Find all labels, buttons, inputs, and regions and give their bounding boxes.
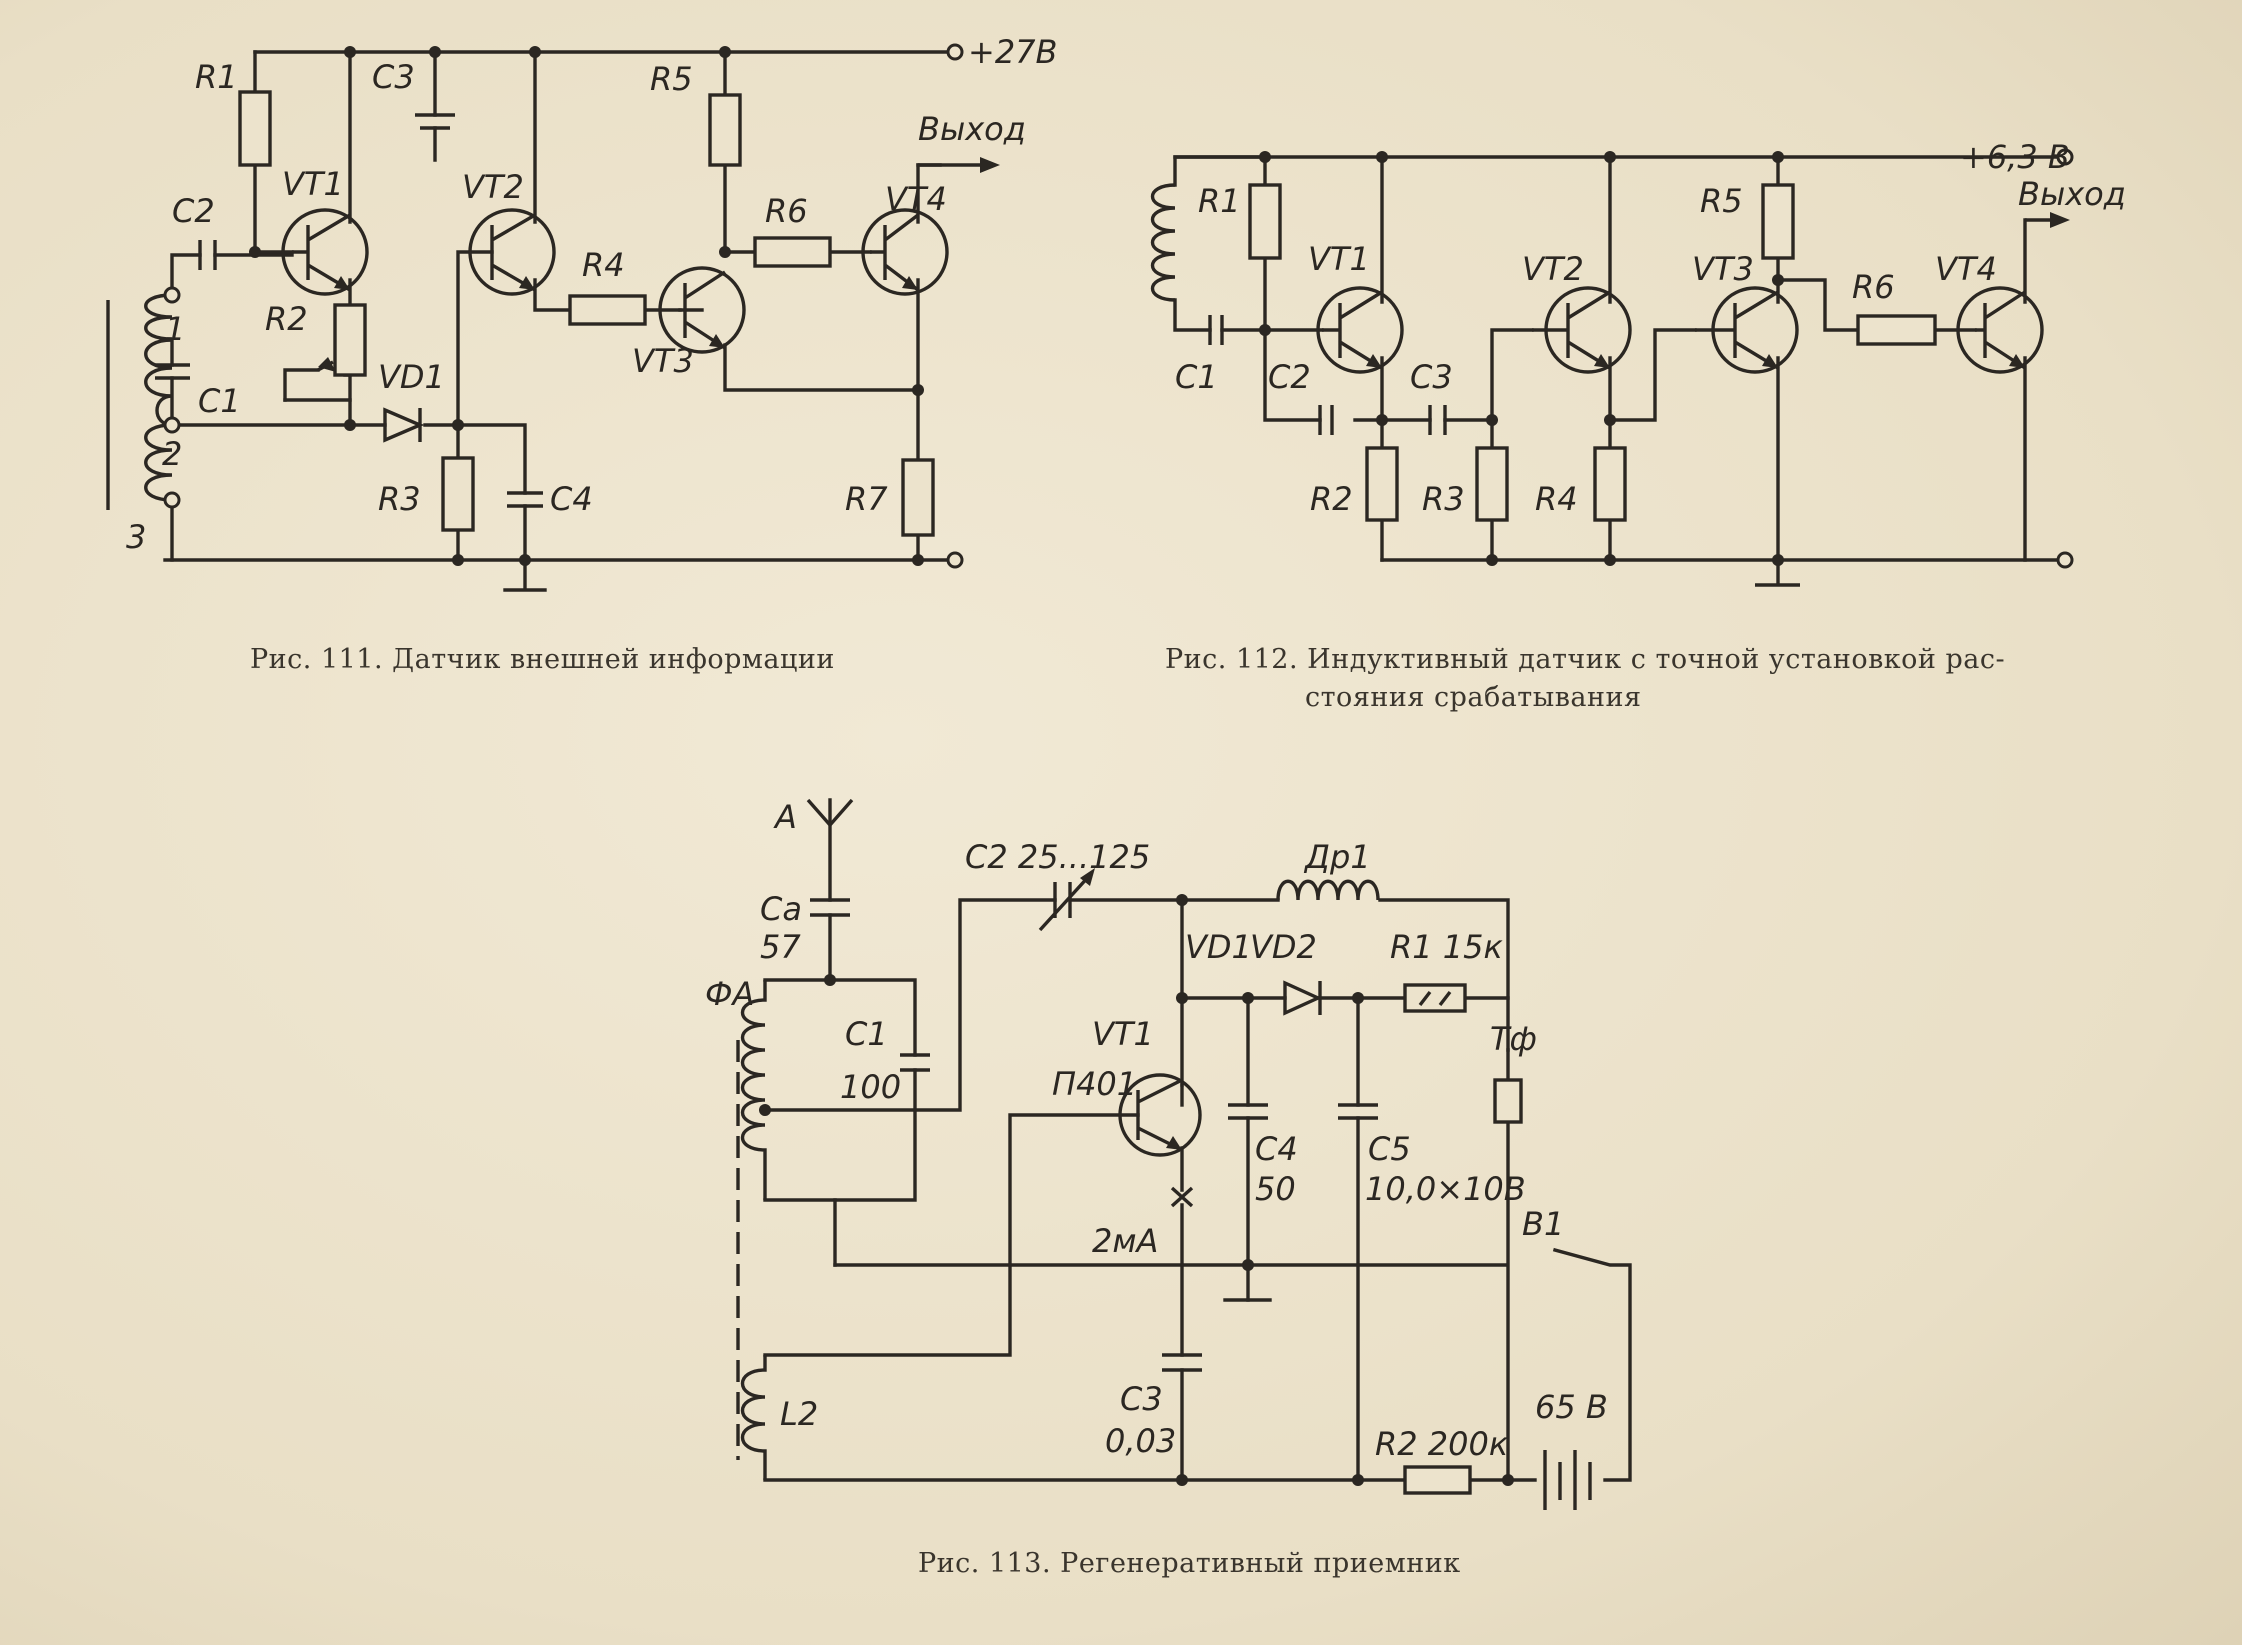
circuit-fig113: A C2 25...125 Др1 Ca 57 VD1 VD2 R1 15к Ф… <box>705 798 1632 1579</box>
label-R6-112: R6 <box>1852 268 1895 306</box>
label-output: Выход <box>918 110 1026 148</box>
label-VT1-113: VT1 <box>1092 1015 1154 1053</box>
label-C2-113: C2 25...125 <box>965 838 1150 876</box>
label-R2-113: R2 200к <box>1375 1425 1509 1463</box>
label-R3-112: R3 <box>1422 480 1465 518</box>
label-B1: В1 <box>1522 1205 1564 1243</box>
label-C3-113: C3 <box>1120 1380 1163 1418</box>
label-VT2-112: VT2 <box>1522 250 1584 288</box>
label-R5: R5 <box>650 60 693 98</box>
label-VT3: VT3 <box>632 342 694 380</box>
label-VT2: VT2 <box>462 168 524 206</box>
label-R2: R2 <box>265 300 308 338</box>
label-VT1-112: VT1 <box>1308 240 1370 278</box>
caption-fig113: Рис. 113. Регенеративный приемник <box>918 1548 1461 1579</box>
label-C4-value: 50 <box>1255 1170 1296 1208</box>
label-C3-112: C3 <box>1410 358 1453 396</box>
label-C4: C4 <box>550 480 593 518</box>
label-Ca-value: 57 <box>760 928 801 966</box>
label-VT1-type: П401 <box>1052 1065 1137 1103</box>
label-Dr1: Др1 <box>1303 838 1371 876</box>
label-C3-value: 0,03 <box>1105 1422 1176 1460</box>
label-C2: C2 <box>172 192 215 230</box>
label-R6: R6 <box>765 192 808 230</box>
circuit-fig111: R1 C3 +27В R5 Выход C2 VT1 VT2 VT4 R6 R4… <box>106 33 1057 675</box>
label-R3: R3 <box>378 480 421 518</box>
label-Tf: Тф <box>1490 1020 1537 1058</box>
label-C1-112: C1 <box>1175 358 1218 396</box>
label-supply-6v3: +6,3 В <box>1960 138 2070 176</box>
label-C2-112: C2 <box>1268 358 1311 396</box>
label-L2: L2 <box>780 1395 818 1433</box>
label-current: 2мА <box>1092 1222 1158 1260</box>
label-R1-112: R1 <box>1198 182 1241 220</box>
label-antenna: A <box>773 798 797 836</box>
label-C1-value: 100 <box>840 1068 901 1106</box>
label-VT4: VT4 <box>885 180 947 218</box>
label-tap-3: 3 <box>126 518 146 556</box>
label-R1: R1 <box>195 58 238 96</box>
label-C5-value: 10,0×10В <box>1365 1170 1526 1208</box>
caption-fig112-line2: стояния срабатывания <box>1305 682 1642 713</box>
label-VT1: VT1 <box>282 165 344 203</box>
caption-fig111: Рис. 111. Датчик внешней информации <box>250 644 835 675</box>
label-C1: C1 <box>198 382 241 420</box>
label-VT4-112: VT4 <box>1935 250 1997 288</box>
label-VT3-112: VT3 <box>1692 250 1754 288</box>
label-R2-112: R2 <box>1310 480 1353 518</box>
circuit-fig112: +6,3 В Выход R1 R5 VT1 VT2 VT3 VT4 R6 C1… <box>1150 138 2126 713</box>
label-VD2-113: VD2 <box>1250 928 1317 966</box>
label-C3: C3 <box>372 58 415 96</box>
label-tap-2: 2 <box>162 435 182 473</box>
caption-fig112-line1: Рис. 112. Индуктивный датчик с точной ус… <box>1165 644 2005 675</box>
label-VD1: VD1 <box>378 358 445 396</box>
label-R4: R4 <box>582 246 625 284</box>
label-R4-112: R4 <box>1535 480 1578 518</box>
label-C5-113: C5 <box>1368 1130 1411 1168</box>
label-VD1-113: VD1 <box>1185 928 1252 966</box>
label-R5-112: R5 <box>1700 182 1743 220</box>
label-battery: 65 В <box>1535 1388 1608 1426</box>
label-C4-113: C4 <box>1255 1130 1298 1168</box>
label-R7: R7 <box>845 480 888 518</box>
label-Ca: Ca <box>760 890 802 928</box>
label-R1-113: R1 15к <box>1390 928 1503 966</box>
label-output-112: Выход <box>2018 175 2126 213</box>
label-FA: ФА <box>705 975 754 1013</box>
label-C1-113: C1 <box>845 1015 888 1053</box>
label-tap-1: 1 <box>165 310 185 348</box>
label-supply-27v: +27В <box>968 33 1057 71</box>
